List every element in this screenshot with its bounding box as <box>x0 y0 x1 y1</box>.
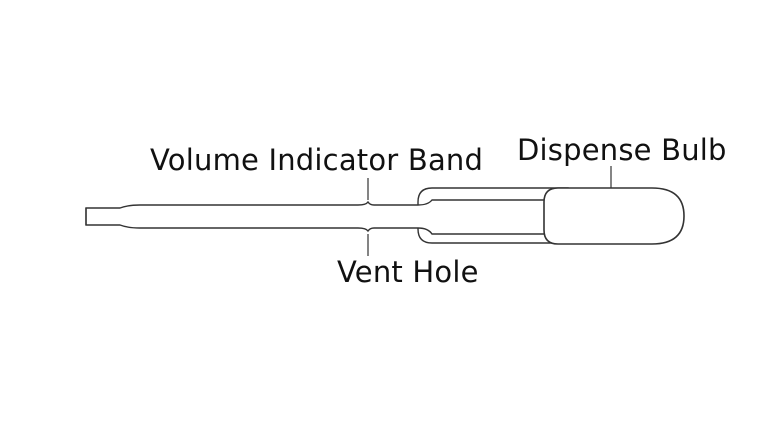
pipette-stem <box>85 199 549 235</box>
volume-indicator-band-label: Volume Indicator Band <box>150 143 484 177</box>
dispense-bulb-shape <box>543 187 685 245</box>
dispense-bulb-label: Dispense Bulb <box>517 133 727 167</box>
vent-hole-label: Vent Hole <box>337 255 479 289</box>
